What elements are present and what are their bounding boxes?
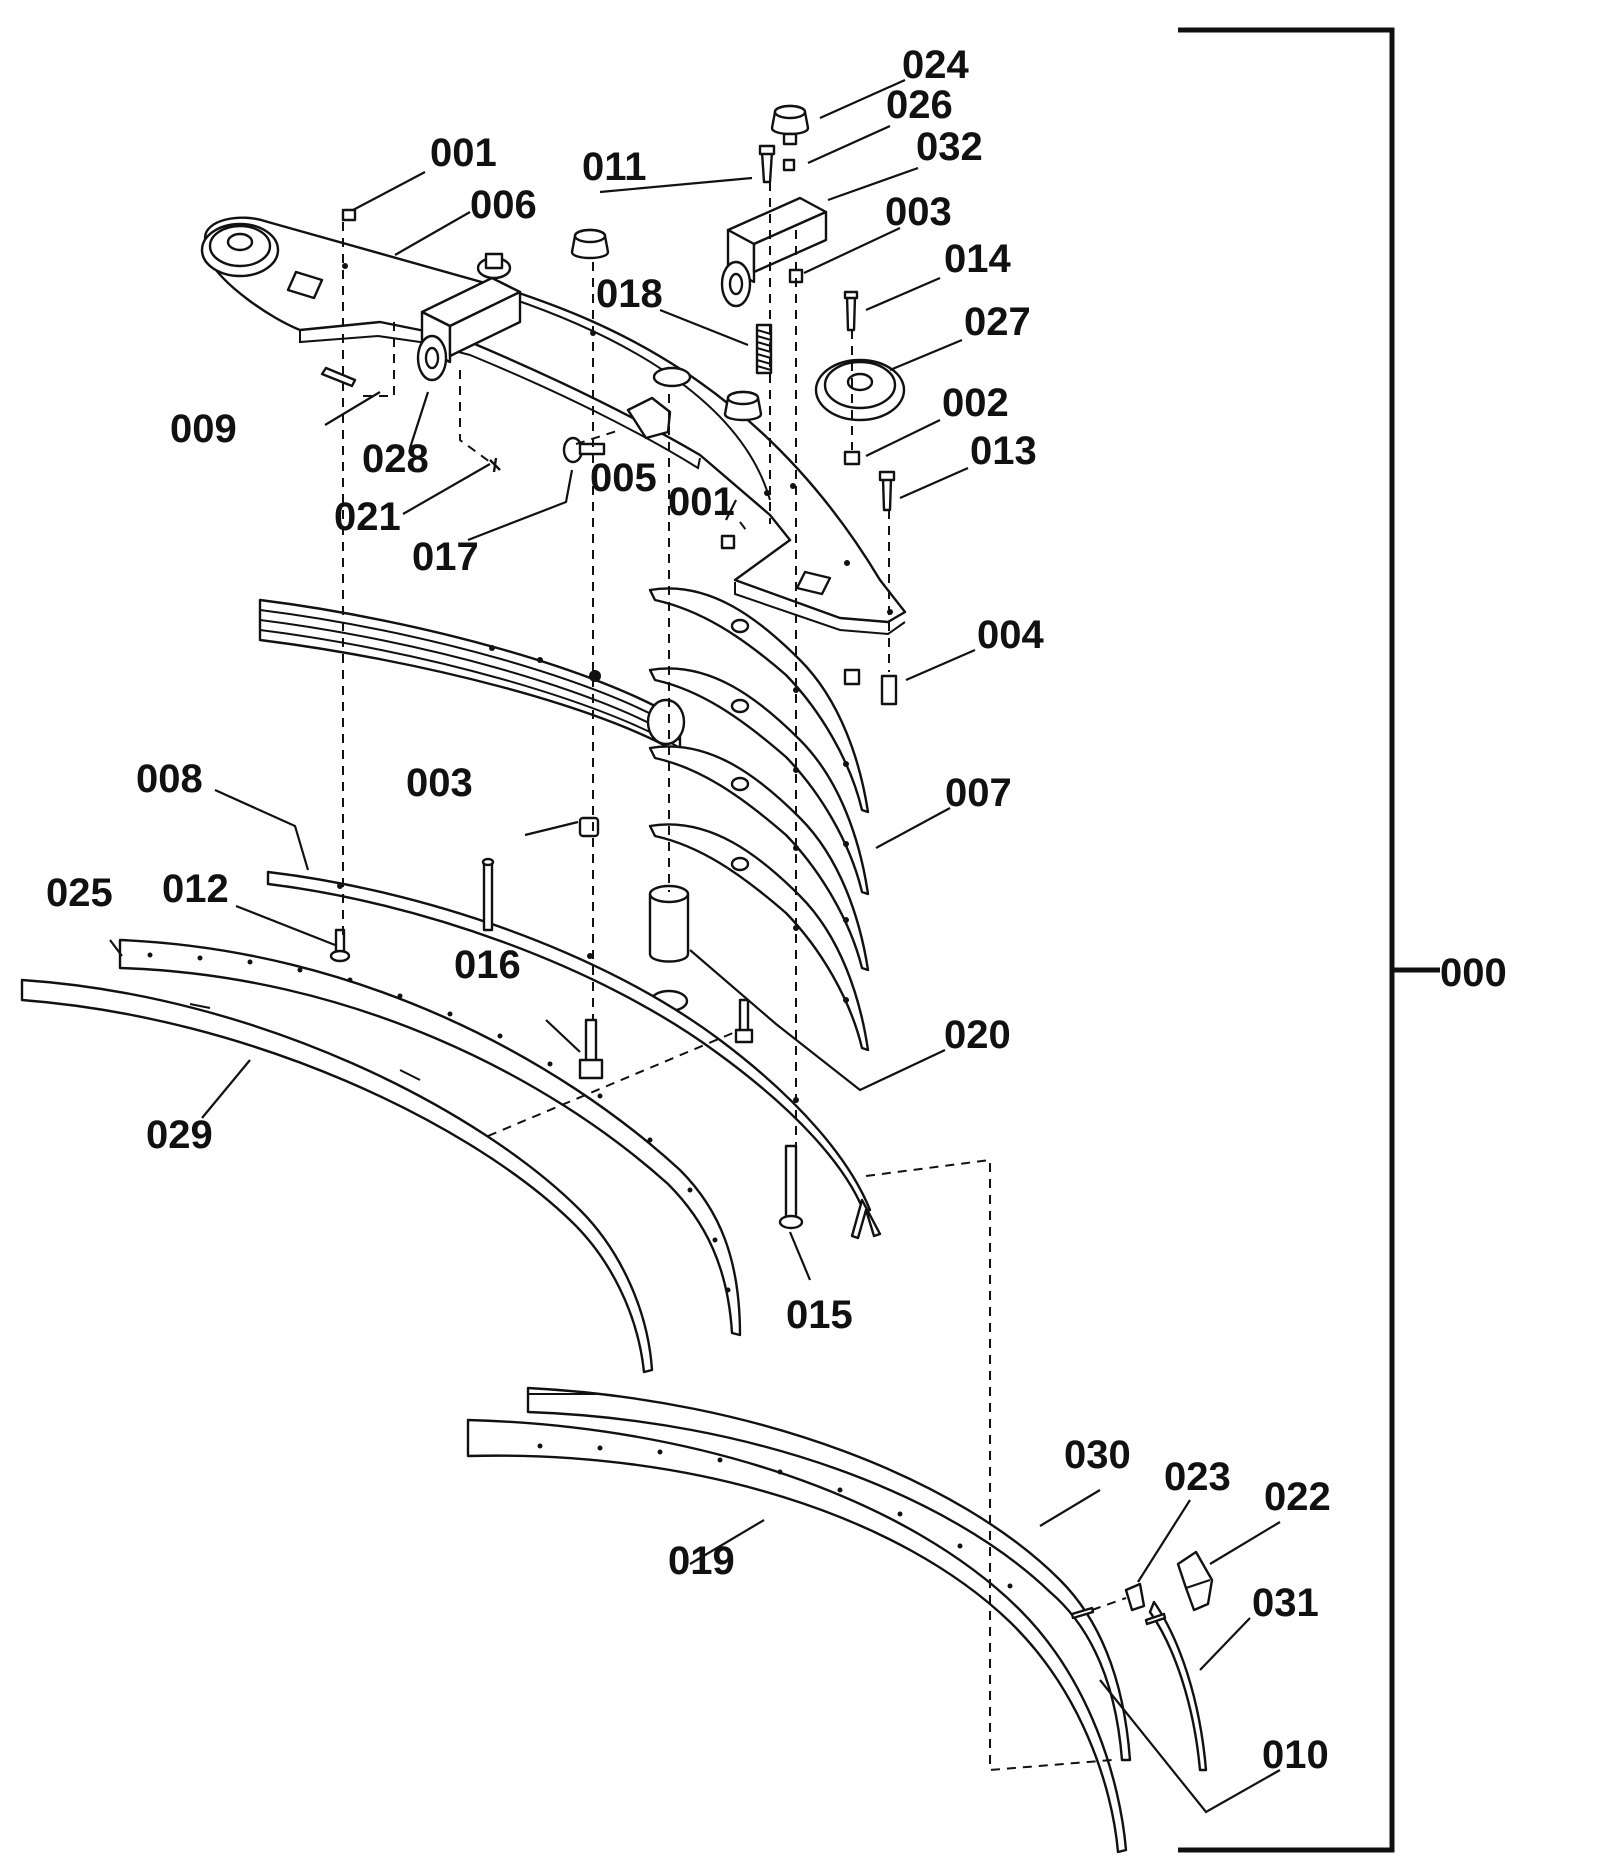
knob-part: [723, 390, 763, 422]
bolt-part: [778, 1144, 804, 1230]
callout-022: 022: [1264, 1475, 1331, 1519]
callout-026: 026: [886, 83, 953, 127]
callout-019: 019: [668, 1539, 735, 1583]
assembly-dashed-lines: [342, 182, 1127, 1772]
stud-part: [481, 857, 495, 932]
pulley-part: [200, 222, 280, 278]
callout-003: 003: [406, 761, 473, 805]
screw-part: [1070, 1606, 1167, 1626]
callout-010: 010: [1262, 1733, 1329, 1777]
callout-021: 021: [334, 495, 401, 539]
spring-part: [755, 323, 773, 375]
leaf-stack-part: [258, 598, 686, 756]
callout-001: 001: [668, 480, 735, 524]
callout-028: 028: [362, 437, 429, 481]
callout-031: 031: [1252, 1581, 1319, 1625]
callout-003: 003: [885, 190, 952, 234]
curved-leaf-part: [648, 587, 870, 814]
bolt-part: [578, 1018, 604, 1080]
callout-013: 013: [970, 429, 1037, 473]
knob-part: [570, 228, 610, 260]
callout-012: 012: [162, 867, 229, 911]
callout-011: 011: [582, 145, 647, 189]
callout-018: 018: [596, 272, 663, 316]
knob-part: [770, 104, 810, 146]
assembly-bracket: [1178, 27, 1440, 1853]
callout-020: 020: [944, 1013, 1011, 1057]
small-clip-part: [1124, 1582, 1146, 1612]
callout-006: 006: [470, 183, 537, 227]
callout-007: 007: [945, 771, 1012, 815]
callout-009: 009: [170, 407, 237, 451]
callout-004: 004: [977, 613, 1044, 657]
curved-strip-part: [266, 870, 882, 1240]
callout-030: 030: [1064, 1433, 1131, 1477]
callout-016: 016: [454, 943, 521, 987]
curved-leaf-part: [648, 745, 870, 972]
callout-002: 002: [942, 381, 1009, 425]
small-screw-part: [329, 928, 351, 963]
callout-032: 032: [916, 125, 983, 169]
callout-023: 023: [1164, 1455, 1231, 1499]
nut-part: [578, 816, 600, 838]
assembly-label: 000: [1440, 951, 1507, 995]
caster-bracket-part: [416, 252, 522, 382]
blade-part: [20, 978, 654, 1374]
side-strip-part: [1148, 1600, 1208, 1772]
callout-014: 014: [944, 237, 1011, 281]
callout-005: 005: [590, 456, 657, 500]
blade-part: [118, 938, 742, 1337]
stud-part: [734, 998, 754, 1044]
clip-part: [1176, 1550, 1214, 1612]
leader-lines: [109, 78, 1281, 1814]
callout-024: 024: [902, 43, 969, 87]
callout-008: 008: [136, 757, 203, 801]
lower-blade-part: [466, 1418, 1128, 1854]
callout-labels: 000 001 001 002 003 003 004 005 006 007 …: [46, 43, 1507, 1777]
callout-001: 001: [430, 131, 497, 175]
callout-015: 015: [786, 1293, 853, 1337]
curved-leaf-part: [648, 823, 870, 1052]
callout-027: 027: [964, 300, 1031, 344]
spacer-tube-part: [648, 884, 690, 1013]
callout-017: 017: [412, 535, 479, 579]
upper-caster-bracket-part: [720, 196, 828, 308]
callout-025: 025: [46, 871, 113, 915]
callout-029: 029: [146, 1113, 213, 1157]
arm-plate-part: [203, 216, 907, 636]
lower-blade-part: [526, 1386, 1132, 1762]
right-pulley-part: [814, 358, 906, 422]
curved-leaf-part: [648, 667, 870, 896]
